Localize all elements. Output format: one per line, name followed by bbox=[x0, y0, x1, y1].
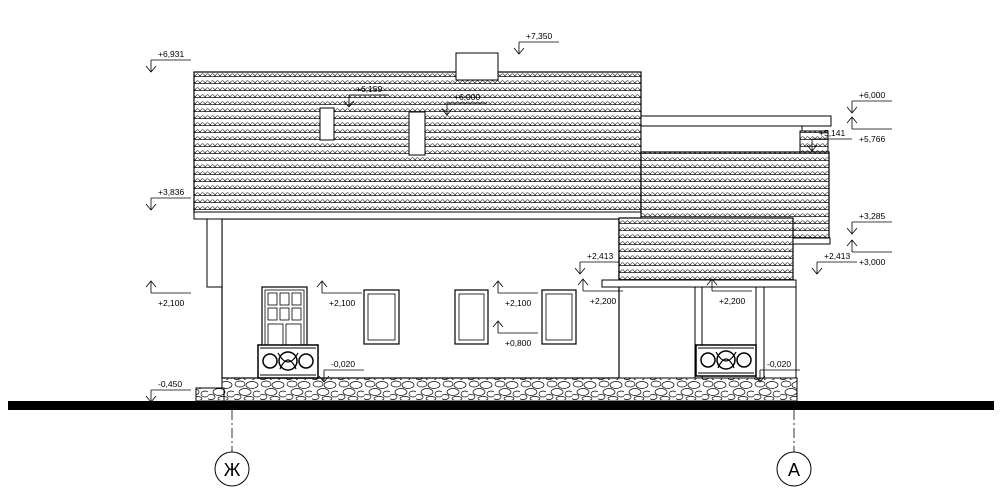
elevation-label: +5,141 bbox=[819, 128, 846, 138]
axis-bubble-left bbox=[214, 451, 250, 487]
elevation-label: +5,766 bbox=[859, 134, 886, 144]
elevation-mark: +7,350 bbox=[513, 31, 559, 55]
axis-bubble-right bbox=[776, 451, 812, 487]
elevation-mark: +2,100 bbox=[316, 280, 362, 308]
elevation-mark: +6,159 bbox=[343, 84, 389, 108]
elevation-label: +6,159 bbox=[356, 84, 383, 94]
stone-step bbox=[195, 387, 225, 402]
elevation-mark: +2,200 bbox=[706, 278, 752, 306]
window-2 bbox=[454, 289, 489, 345]
elevation-mark: +3,285 bbox=[846, 211, 892, 235]
elevation-mark: -0,020 bbox=[754, 359, 800, 383]
annex-roof-band bbox=[640, 125, 803, 153]
elevation-label: -0,020 bbox=[331, 359, 355, 369]
elevation-mark: +2,200 bbox=[577, 278, 623, 306]
elevation-label: +2,200 bbox=[590, 296, 617, 306]
elevation-mark: +3,000 bbox=[846, 239, 892, 267]
elevation-label: -0,450 bbox=[158, 379, 182, 389]
elevation-label: +3,285 bbox=[859, 211, 886, 221]
elevation-mark: +0,800 bbox=[492, 320, 538, 348]
window-3 bbox=[541, 289, 577, 345]
annex-roof-top bbox=[640, 115, 832, 127]
elevation-marks: +6,931 +7,350 +6,159 +6,000 +6,000 +5,141 +5,7… bbox=[145, 31, 892, 403]
elevation-label: +6,000 bbox=[454, 92, 481, 102]
elevation-label: +2,100 bbox=[158, 298, 185, 308]
elevation-label: +2,100 bbox=[505, 298, 532, 308]
porch-post-left bbox=[694, 286, 703, 379]
window-1 bbox=[363, 289, 400, 345]
elevation-label: +2,100 bbox=[329, 298, 356, 308]
railing-right bbox=[695, 344, 757, 377]
axis-label-right: А bbox=[788, 460, 800, 480]
porch-post-right bbox=[755, 286, 765, 379]
roof-window-2 bbox=[408, 111, 426, 156]
annex-soffit bbox=[601, 279, 797, 288]
annex-eave bbox=[792, 237, 831, 245]
elevation-label: +2,200 bbox=[719, 296, 746, 306]
elevation-label: +3,836 bbox=[158, 187, 185, 197]
elevation-mark: +2,100 bbox=[145, 280, 191, 308]
roof-window-1 bbox=[319, 107, 335, 141]
railing-left bbox=[257, 344, 319, 379]
elevation-mark: +6,931 bbox=[145, 49, 191, 73]
elevation-mark: +2,413 bbox=[811, 251, 857, 275]
annex-roof-lower bbox=[618, 217, 794, 281]
ground-line bbox=[8, 401, 994, 410]
elevation-mark: -0,450 bbox=[145, 379, 191, 403]
elevation-mark: +5,141 bbox=[806, 128, 852, 152]
elevation-label: +0,800 bbox=[505, 338, 532, 348]
elevation-mark: +6,000 bbox=[846, 90, 892, 114]
wall-pilaster bbox=[206, 218, 223, 288]
elevation-mark: +3,836 bbox=[145, 187, 191, 211]
elevation-mark: +6,000 bbox=[441, 92, 487, 116]
chimney bbox=[455, 52, 499, 81]
elevation-mark: +5,766 bbox=[846, 116, 892, 144]
elevation-mark: +2,413 bbox=[574, 251, 620, 275]
axis-label-left: Ж bbox=[224, 460, 241, 480]
elevation-label: +7,350 bbox=[526, 31, 553, 41]
elevation-label: +3,000 bbox=[859, 257, 886, 267]
elevation-label: +2,413 bbox=[587, 251, 614, 261]
roof-eave bbox=[193, 211, 642, 220]
stone-plinth bbox=[221, 377, 798, 402]
elevation-mark: -0,020 bbox=[318, 359, 364, 383]
elevation-label: +2,413 bbox=[824, 251, 851, 261]
elevation-label: +6,931 bbox=[158, 49, 185, 59]
elevation-mark: +2,100 bbox=[492, 280, 538, 308]
elevation-label: -0,020 bbox=[767, 359, 791, 369]
elevation-label: +6,000 bbox=[859, 90, 886, 100]
